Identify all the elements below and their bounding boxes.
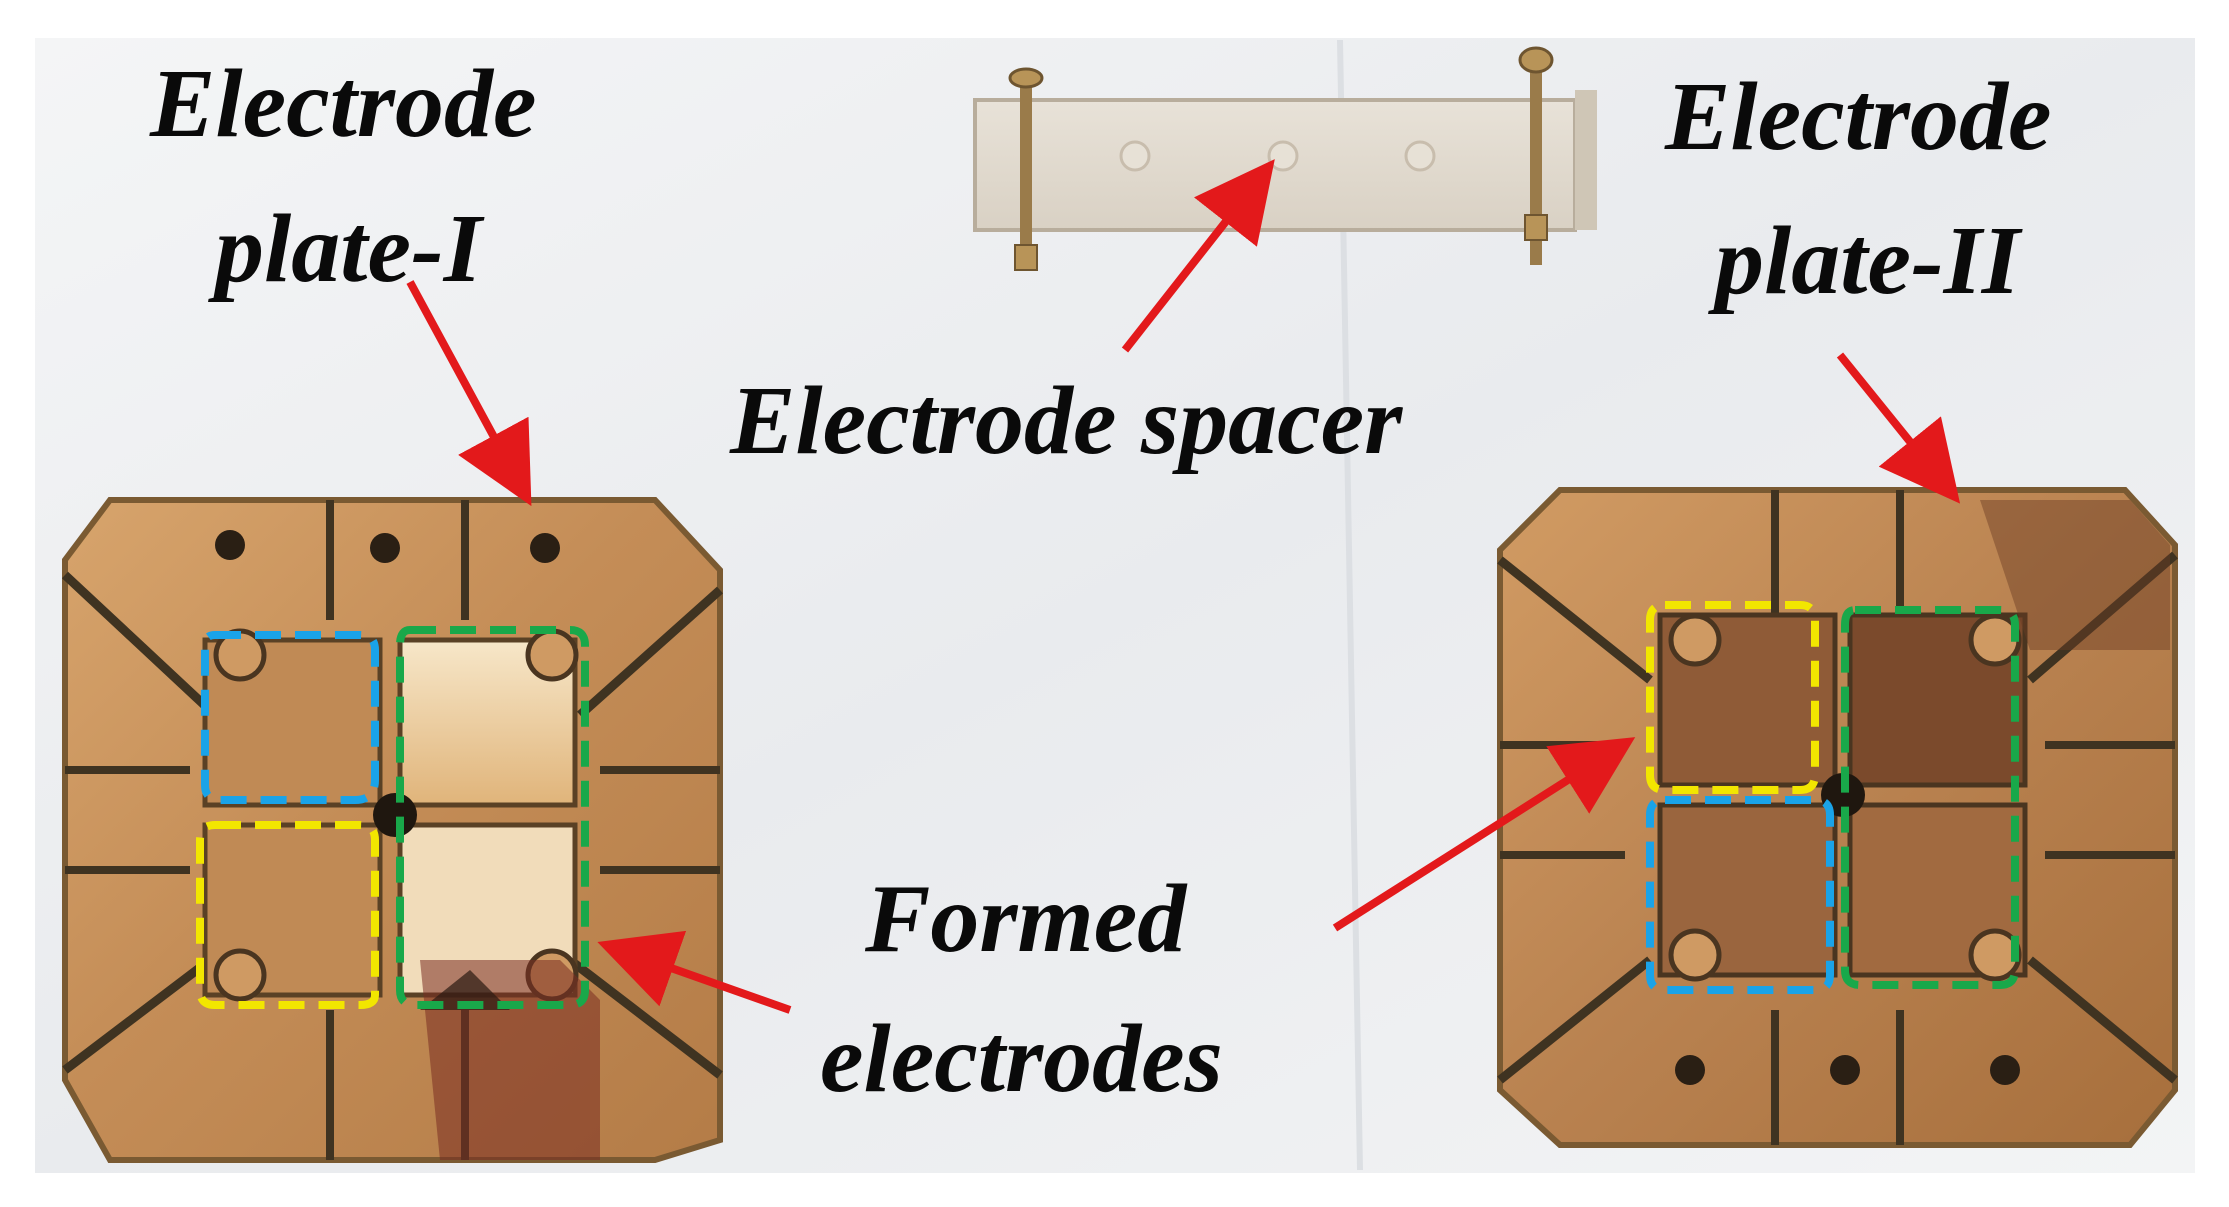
electrode-plate-one [61,497,723,1163]
plate-two-label-line2: plate-II [1715,207,2020,315]
mount-hole [1675,1055,1705,1085]
mount-hole [370,533,400,563]
formed-electrodes-label-line1: Formed [865,865,1187,973]
mount-hole [215,530,245,560]
blue-outline-plate-one [201,631,379,804]
green-outline-plate-two [1841,606,2019,989]
blue-outline-plate-two [1646,796,1834,994]
arrow-to-electrodes-right [1332,737,1636,932]
mount-hole [1990,1055,2020,1085]
green-outline-plate-one [396,626,589,1009]
plate-one-label-line2: plate-I [215,195,482,303]
annotation-arrows [406,159,1961,1014]
mount-hole [530,533,560,563]
arrow-to-plate-two [1836,352,1961,504]
electrode-plate-two [1497,487,2178,1148]
arrow-to-electrodes-left [597,930,792,1014]
yellow-outline-plate-one [196,821,379,1009]
formed-electrodes-label-line2: electrodes [820,1005,1223,1113]
spacer-label: Electrode spacer [730,367,1403,475]
arrow-to-plate-one [406,280,532,507]
mount-hole [1830,1055,1860,1085]
plate-two-label-line1: Electrode [1665,63,2052,171]
plate-one-label-line1: Electrode [150,50,537,158]
electrode-spacer [973,46,1597,271]
yellow-outline-plate-two [1646,601,1819,794]
arrow-to-spacer [1121,159,1275,353]
